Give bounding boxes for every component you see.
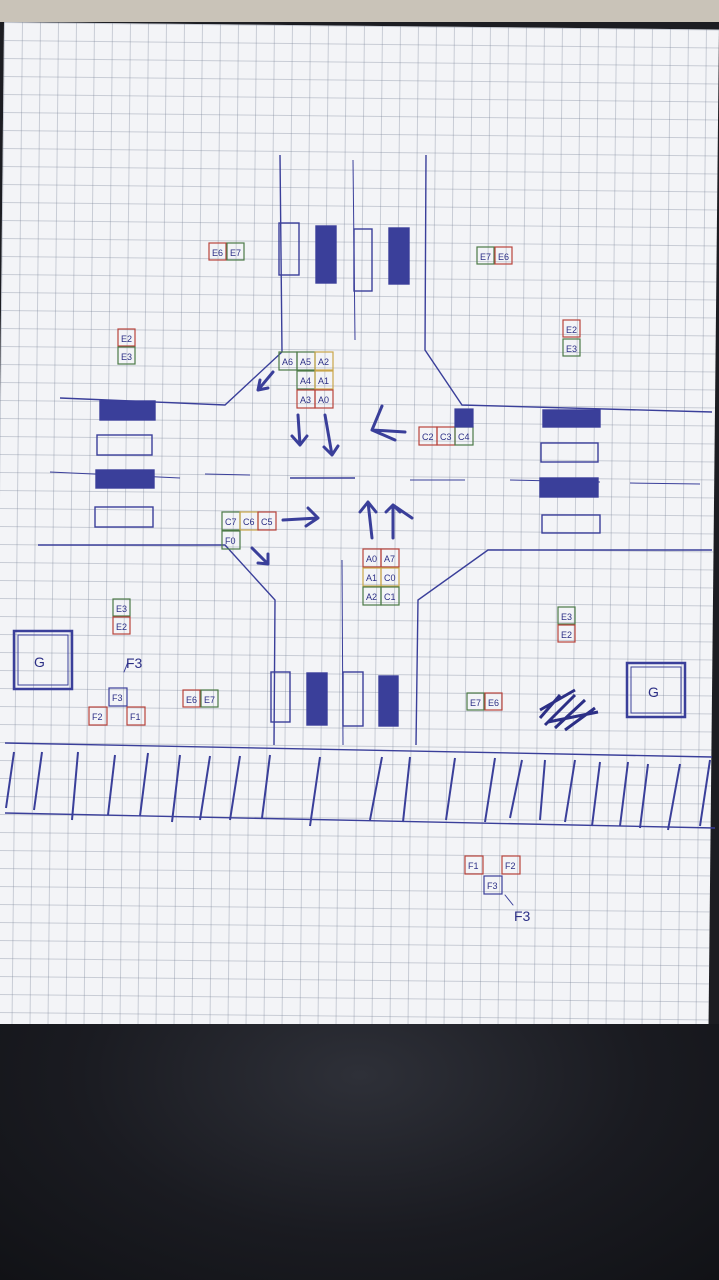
garage-label: G	[34, 654, 45, 670]
signal-cell: A0	[318, 395, 329, 405]
crosswalk-bar-empty	[278, 222, 300, 276]
signal-cell: A2	[318, 357, 329, 367]
tram-label-f3: F3	[126, 655, 143, 671]
signal-cell: E7	[230, 248, 241, 258]
signal-cell: A1	[366, 573, 377, 583]
crosswalks	[94, 222, 601, 727]
arrow-right	[281, 506, 320, 528]
signal-cell: E6	[488, 698, 499, 708]
signal-cell: F1	[130, 712, 141, 722]
signal-cell: C0	[384, 573, 396, 583]
crosswalk-bar-empty	[541, 514, 601, 534]
signal-cell: E2	[116, 622, 127, 632]
signal-cell: E3	[566, 344, 577, 354]
signal-cells: E6 E7 E7 E6 E2 E3 E2 E3 A6 A5 A2 A4 A1 A…	[88, 242, 581, 895]
signal-cell: C1	[384, 592, 396, 602]
signal-group-left-upper: E2 E3	[117, 328, 136, 365]
signal-cell: E6	[498, 252, 509, 262]
signal-group-left-lower: E3 E2	[112, 598, 131, 635]
garage-box-left: G	[12, 629, 74, 691]
arrow-small-up	[123, 661, 129, 673]
crosswalk-bar-empty	[540, 442, 599, 463]
signal-cell: E3	[561, 612, 572, 622]
signal-cell-filled	[454, 408, 474, 428]
crosswalk-bar-filled	[388, 227, 410, 285]
signal-cell: F2	[505, 861, 516, 871]
signal-group-south: A0 A7 A1 C0 A2 C1	[362, 548, 400, 606]
arrow-down	[322, 413, 340, 457]
crosswalk-bar-empty	[270, 671, 291, 723]
crosswalk-bar-empty	[353, 228, 373, 292]
signal-cell: C3	[440, 432, 452, 442]
signal-group-bottom-left: E6 E7	[182, 689, 219, 708]
crosswalk-bar-filled	[542, 409, 601, 428]
signal-group-tram-left: F3 F2 F1	[88, 687, 146, 726]
arrow-sw	[256, 370, 275, 392]
signal-cell: C4	[458, 432, 470, 442]
signal-cell: A0	[366, 554, 377, 564]
signal-cell: A7	[384, 554, 395, 564]
signal-group-tram-bottom: F1 F2 F3	[464, 855, 521, 895]
signal-cell: F1	[468, 861, 479, 871]
signal-cell: A4	[300, 376, 311, 386]
signal-group-west: C7 C6 C5 F0	[221, 511, 277, 550]
tram-track	[4, 742, 716, 831]
direction-arrows	[123, 370, 514, 906]
signal-cell: A3	[300, 395, 311, 405]
garage-box-right: G	[625, 661, 687, 719]
signal-cell: E3	[116, 604, 127, 614]
signal-cell: E6	[186, 695, 197, 705]
signal-cell: C6	[243, 517, 255, 527]
desk-edge	[0, 0, 719, 22]
arrow-left-turn	[370, 404, 407, 442]
signal-cell: F0	[225, 536, 236, 546]
signal-cell: C5	[261, 517, 273, 527]
signal-cell: A1	[318, 376, 329, 386]
crosswalk-bar-filled	[306, 672, 328, 726]
arrow-se	[250, 546, 270, 566]
crosswalk-bar-empty	[342, 671, 364, 727]
signal-group-east: C2 C3 C4	[418, 408, 474, 446]
signal-group-bottom-right: E7 E6	[466, 692, 503, 711]
signal-group-right-upper: E2 E3	[562, 319, 581, 357]
signal-cell: C2	[422, 432, 434, 442]
signal-cell: A6	[282, 357, 293, 367]
crosswalk-bar-filled	[378, 675, 399, 727]
background-dark-fabric	[0, 1024, 719, 1280]
signal-cell: E6	[212, 248, 223, 258]
signal-cell: E2	[566, 325, 577, 335]
signal-cell: E7	[204, 695, 215, 705]
signal-cell: E7	[470, 698, 481, 708]
signal-group-north: A6 A5 A2 A4 A1 A3 A0	[278, 351, 334, 409]
crosswalk-bar-empty	[94, 506, 154, 528]
signal-group-right-lower: E3 E2	[557, 606, 576, 643]
signal-cell: E3	[121, 352, 132, 362]
garage-label: G	[648, 684, 659, 700]
signal-cell: F3	[112, 693, 123, 703]
signal-cell: E2	[561, 630, 572, 640]
crosswalk-bar-empty	[96, 434, 153, 456]
signal-group-top-right: E7 E6	[476, 246, 513, 265]
arrow-down	[290, 413, 309, 447]
signal-cell: A5	[300, 357, 311, 367]
signal-cell: E7	[480, 252, 491, 262]
arrow-up	[358, 500, 378, 540]
signal-cell: C7	[225, 517, 237, 527]
signal-group-top-left: E6 E7	[208, 242, 245, 261]
crosswalk-bar-filled	[99, 400, 156, 421]
signal-cell: E2	[121, 334, 132, 344]
arrow-up-right	[384, 503, 414, 540]
crosswalk-bar-filled	[95, 469, 155, 489]
signal-cell: F2	[92, 712, 103, 722]
scribbled-out-block	[538, 688, 599, 732]
crosswalk-bar-filled	[315, 225, 337, 284]
tram-label-f3: F3	[514, 908, 531, 924]
signal-cell: F3	[487, 881, 498, 891]
signal-cell: A2	[366, 592, 377, 602]
arrow-small-down	[504, 894, 514, 906]
crosswalk-bar-filled	[539, 477, 599, 498]
